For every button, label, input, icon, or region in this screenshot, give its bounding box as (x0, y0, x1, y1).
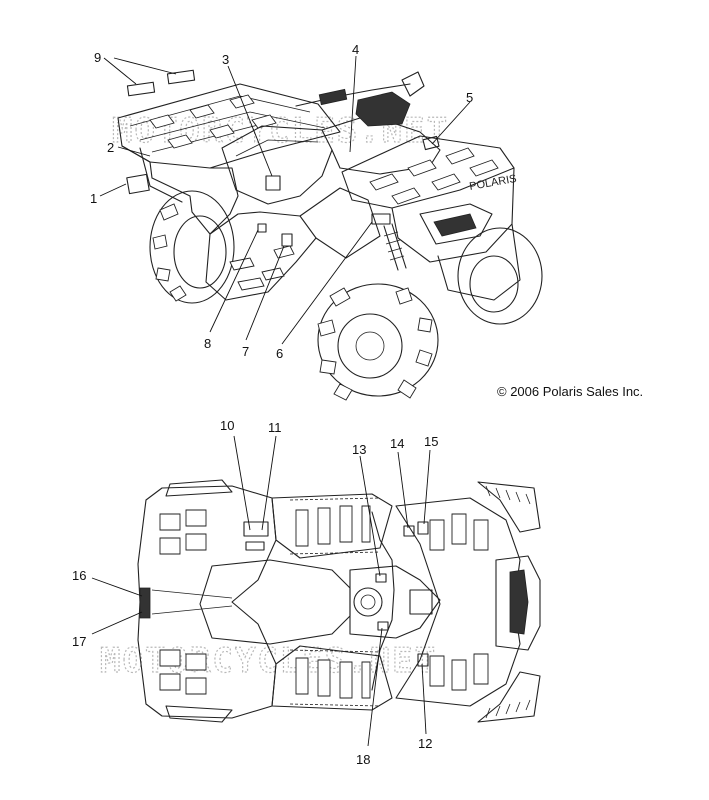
callout-11: 11 (268, 420, 282, 435)
decal-11 (245, 541, 265, 551)
front-right-wheel (457, 227, 543, 325)
callout-9: 9 (94, 50, 101, 65)
callout-8: 8 (204, 336, 211, 351)
callout-12: 12 (418, 736, 432, 751)
handlebar-top (371, 511, 395, 691)
seat-top (199, 559, 351, 645)
callout-1: 1 (90, 191, 97, 206)
decal-12 (417, 653, 429, 667)
seat (221, 125, 333, 205)
decal-3 (265, 175, 281, 191)
atv-top-view (91, 435, 541, 747)
decal-5 (422, 135, 440, 151)
callout-13: 13 (352, 442, 366, 457)
decal-8 (257, 223, 267, 233)
decal-7 (281, 233, 293, 247)
decal-9a (126, 81, 156, 97)
callout-18: 18 (356, 752, 370, 767)
callout-2: 2 (107, 140, 114, 155)
front-rack-top (395, 497, 521, 707)
decal-1 (126, 173, 150, 195)
front-nose (391, 167, 515, 263)
callout-10: 10 (220, 418, 234, 433)
callout-15: 15 (424, 434, 438, 449)
instrument-pod (409, 589, 433, 615)
front-wheel-bottom (477, 671, 541, 723)
atv-perspective-view: POLARIS (99, 55, 543, 401)
front-shock (383, 223, 407, 271)
callout-14: 14 (390, 436, 404, 451)
rear-rack-top (137, 485, 277, 719)
callout-16: 16 (72, 568, 86, 583)
front-rack (341, 135, 515, 209)
callout-6: 6 (276, 346, 283, 361)
handlebar (295, 83, 411, 107)
decal-6 (371, 213, 391, 225)
decal-16 (139, 587, 151, 619)
front-wheel-top (477, 481, 541, 533)
callout-17: 17 (72, 634, 86, 649)
footwell-top (271, 493, 393, 559)
rear-body-side (121, 145, 239, 235)
decal-10 (243, 521, 269, 537)
rear-left-wheel (149, 190, 235, 304)
decal-14 (403, 525, 415, 537)
front-bumper-top (495, 555, 541, 651)
fuel-tank-top (349, 565, 441, 639)
callout-4: 4 (352, 42, 359, 57)
front-left-wheel (317, 283, 439, 401)
callout-5: 5 (466, 90, 473, 105)
decal-18 (377, 621, 389, 631)
callout-3: 3 (222, 52, 229, 67)
copyright: © 2006 Polaris Sales Inc. (497, 384, 643, 399)
decal-15 (417, 521, 429, 535)
decal-9b (166, 69, 196, 85)
callout-7: 7 (242, 344, 249, 359)
left-footwell (205, 211, 317, 301)
headlight-pod (355, 91, 411, 127)
decal-13 (375, 573, 387, 583)
